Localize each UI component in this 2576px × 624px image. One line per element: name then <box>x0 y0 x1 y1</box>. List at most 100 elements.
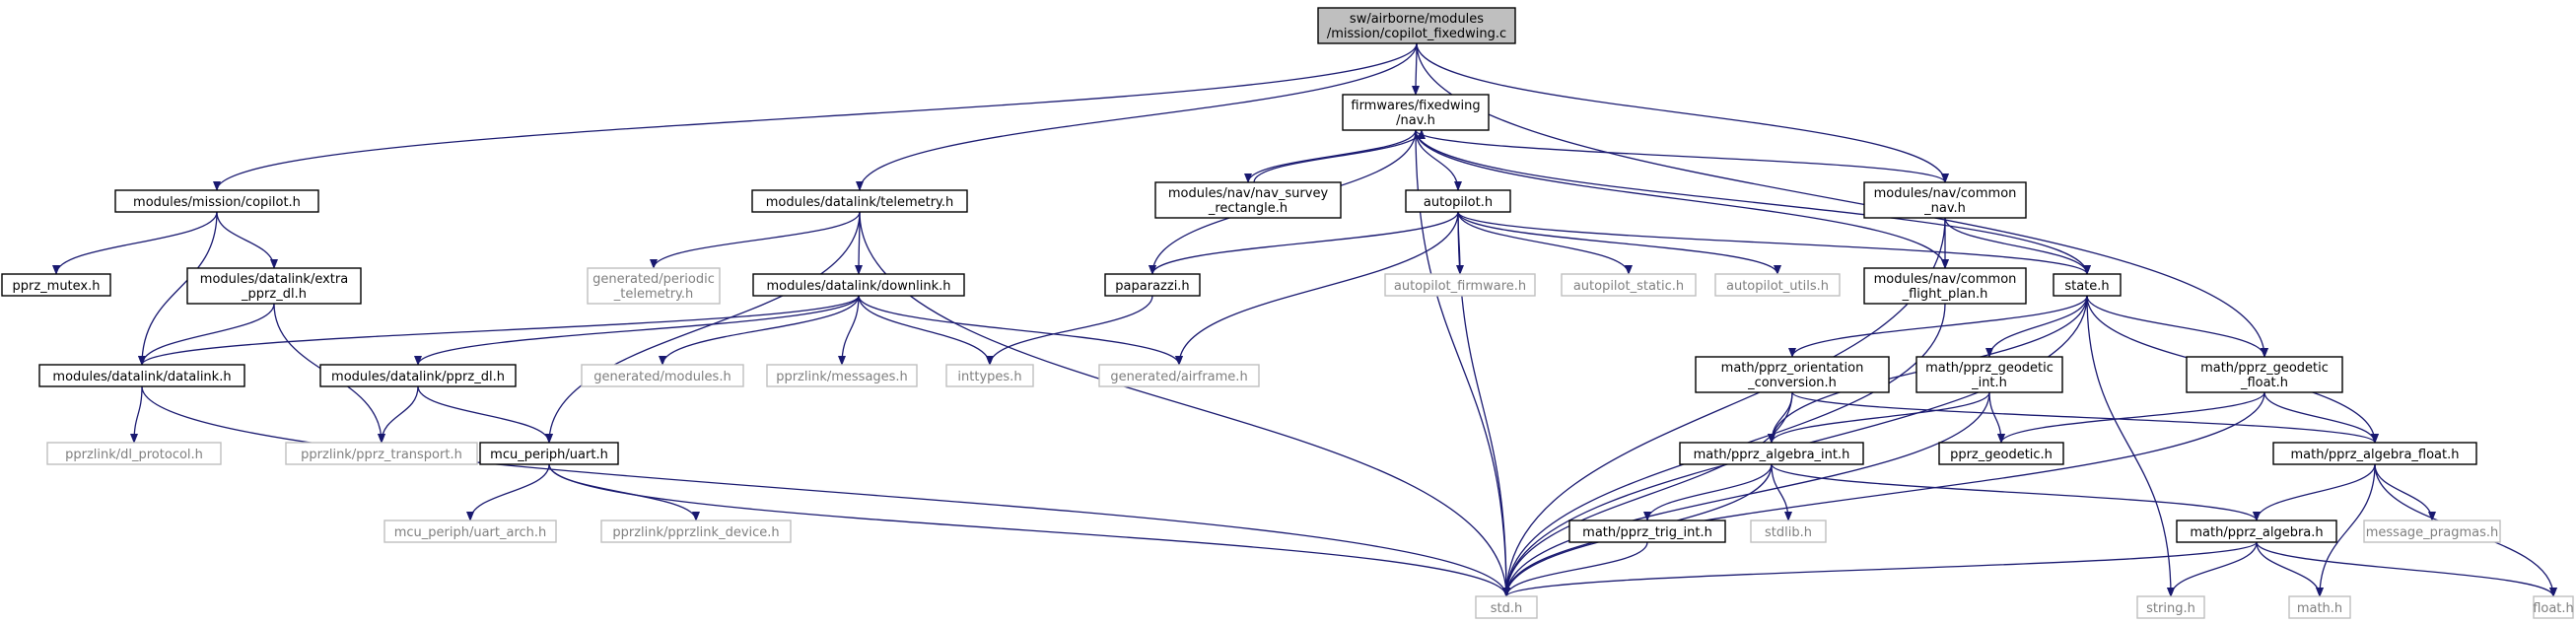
node-math-pprz-trig-int-h[interactable]: math/pprz_trig_int.h <box>1568 520 1726 543</box>
node-label-line: /nav.h <box>1396 113 1435 128</box>
node-box <box>1405 189 1511 213</box>
node-label-line: modules/mission/copilot.h <box>133 195 301 210</box>
node-label-line: mcu_periph/uart_arch.h <box>394 525 547 540</box>
node-modules-datalink-pprz-dl-h[interactable]: modules/datalink/pprz_dl.h <box>319 364 517 387</box>
node-box <box>1561 273 1697 297</box>
node-box <box>1863 267 2027 305</box>
edge-geofloat-to-geodetic <box>1997 391 2265 444</box>
edge-datalink-to-stdh <box>141 385 1510 597</box>
node-box <box>1714 273 1841 297</box>
node-math-pprz-algebra-float-h[interactable]: math/pprz_algebra_float.h <box>2272 442 2477 465</box>
node-modules-nav-nav-survey-rectangle-h[interactable]: modules/nav/nav_survey_rectangle.h <box>1154 181 1342 219</box>
node-box <box>600 520 792 543</box>
edge-geofloat-to-stdh <box>1502 391 2265 597</box>
node-box <box>383 520 557 543</box>
node-sw-airborne-modules-mission-copilot-fixedwing-c[interactable]: sw/airborne/modules/mission/copilot_fixe… <box>1317 7 1516 44</box>
node-label-line: autopilot_utils.h <box>1726 279 1829 294</box>
node-modules-mission-copilot-h[interactable]: modules/mission/copilot.h <box>114 189 319 213</box>
node-modules-datalink-extra-pprz-dl-h[interactable]: modules/datalink/extra_pprz_dl.h <box>186 267 362 305</box>
node-box <box>1863 181 2027 219</box>
node-box <box>1695 356 1890 393</box>
node-math-pprz-geodetic-int-h[interactable]: math/pprz_geodetic_int.h <box>1915 356 2063 393</box>
node-label-line: _telemetry.h <box>613 287 694 302</box>
edge-algint-to-trigint <box>1643 463 1773 521</box>
node-label-line: pprz_mutex.h <box>12 279 100 294</box>
node-math-pprz-geodetic-float-h[interactable]: math/pprz_geodetic_float.h <box>2186 356 2343 393</box>
node-generated-periodic-telemetry-h: generated/periodic_telemetry.h <box>587 267 721 305</box>
node-pprz-mutex-h[interactable]: pprz_mutex.h <box>1 273 111 297</box>
node-label-line: autopilot_firmware.h <box>1394 279 1526 294</box>
node-box <box>1098 364 1260 387</box>
node-paparazzi-h[interactable]: paparazzi.h <box>1104 273 1201 297</box>
node-box <box>38 364 245 387</box>
edge-downlink-to-pprzdl <box>414 295 860 366</box>
edge-commonnav-to-state <box>1944 217 2091 275</box>
edge-root-to-commonnav <box>1416 42 1949 183</box>
edge-uart-to-stdh <box>548 463 1510 597</box>
edge-algebra-to-string <box>2167 541 2258 597</box>
node-box <box>1475 595 1538 619</box>
node-label-line: _pprz_dl.h <box>241 287 307 302</box>
node-label-line: _float.h <box>2240 376 2288 390</box>
node-label-line: _nav.h <box>1923 201 1966 216</box>
edge-root-to-geofloat <box>1416 42 2268 358</box>
node-math-h: math.h <box>2288 595 2351 619</box>
node-pprzlink-pprz-transport-h: pprzlink/pprz_transport.h <box>285 442 478 465</box>
node-mcu-periph-uart-h[interactable]: mcu_periph/uart.h <box>479 442 619 465</box>
edge-algint-to-algebra <box>1771 463 2261 521</box>
node-autopilot-firmware-h: autopilot_firmware.h <box>1384 273 1536 297</box>
node-label-line: math/pprz_geodetic <box>1925 361 2054 376</box>
node-box <box>46 442 222 465</box>
node-modules-nav-common-flight-plan-h[interactable]: modules/nav/common_flight_plan.h <box>1863 267 2027 305</box>
node-pprz-geodetic-h[interactable]: pprz_geodetic.h <box>1938 442 2064 465</box>
node-autopilot-utils-h: autopilot_utils.h <box>1714 273 1841 297</box>
node-label-line: stdlib.h <box>1765 525 1812 540</box>
edge-state-to-orient <box>1788 295 2088 358</box>
node-box <box>587 267 721 305</box>
node-box <box>2363 520 2501 543</box>
node-modules-nav-common-nav-h[interactable]: modules/nav/common_nav.h <box>1863 181 2027 219</box>
edge-nav-to-autopilot <box>1415 129 1462 191</box>
edge-downlink-to-inttypes <box>858 295 994 366</box>
node-mcu-periph-uart-arch-h: mcu_periph/uart_arch.h <box>383 520 557 543</box>
node-label-line: _conversion.h <box>1747 376 1837 390</box>
node-label-line: autopilot_static.h <box>1573 279 1684 294</box>
node-pprzlink-dl-protocol-h: pprzlink/dl_protocol.h <box>46 442 222 465</box>
node-label-line: modules/nav/nav_survey <box>1168 186 1329 201</box>
node-box <box>752 273 965 297</box>
node-label-line: math/pprz_algebra_int.h <box>1694 448 1850 462</box>
edge-algebra-to-float <box>2256 541 2557 597</box>
edge-autopilot-to-stdh <box>1457 211 1510 597</box>
node-modules-datalink-downlink-h[interactable]: modules/datalink/downlink.h <box>752 273 965 297</box>
node-math-pprz-algebra-h[interactable]: math/pprz_algebra.h <box>2176 520 2337 543</box>
edge-algint-to-stdlib <box>1771 463 1792 521</box>
node-math-pprz-algebra-int-h[interactable]: math/pprz_algebra_int.h <box>1679 442 1864 465</box>
node-label-line: modules/datalink/telemetry.h <box>766 195 954 210</box>
node-generated-airframe-h: generated/airframe.h <box>1098 364 1260 387</box>
node-pprzlink-messages-h: pprzlink/messages.h <box>766 364 918 387</box>
node-state-h[interactable]: state.h <box>2053 273 2122 297</box>
edge-root-to-telemetry <box>856 42 1418 191</box>
node-autopilot-static-h: autopilot_static.h <box>1561 273 1697 297</box>
node-label-line: mcu_periph/uart.h <box>490 448 608 462</box>
node-firmwares-fixedwing-nav-h[interactable]: firmwares/fixedwing/nav.h <box>1342 94 1490 131</box>
node-modules-datalink-datalink-h[interactable]: modules/datalink/datalink.h <box>38 364 245 387</box>
edge-geoint-to-geodetic <box>1988 391 2005 444</box>
node-generated-modules-h: generated/modules.h <box>581 364 744 387</box>
node-modules-datalink-telemetry-h[interactable]: modules/datalink/telemetry.h <box>751 189 968 213</box>
node-label-line: math/pprz_algebra.h <box>2190 525 2323 540</box>
node-label-line: _int.h <box>1971 376 2007 390</box>
edge-nav-to-commonnav <box>1415 129 1949 183</box>
node-math-pprz-orientation-conversion-h[interactable]: math/pprz_orientation_conversion.h <box>1695 356 1890 393</box>
edge-autopilot-to-state <box>1457 211 2091 275</box>
node-label-line: math/pprz_algebra_float.h <box>2291 448 2460 462</box>
node-box <box>1 273 111 297</box>
node-box <box>1154 181 1342 219</box>
node-label-line: modules/nav/common <box>1874 272 2017 287</box>
edge-root-to-copilot <box>213 42 1418 191</box>
edge-algfloat-to-math <box>2316 463 2376 597</box>
edge-trigint-to-stdh <box>1502 541 1648 597</box>
node-label-line: pprz_geodetic.h <box>1950 448 2053 462</box>
node-autopilot-h[interactable]: autopilot.h <box>1405 189 1511 213</box>
edge-root-to-nav <box>1412 42 1421 96</box>
